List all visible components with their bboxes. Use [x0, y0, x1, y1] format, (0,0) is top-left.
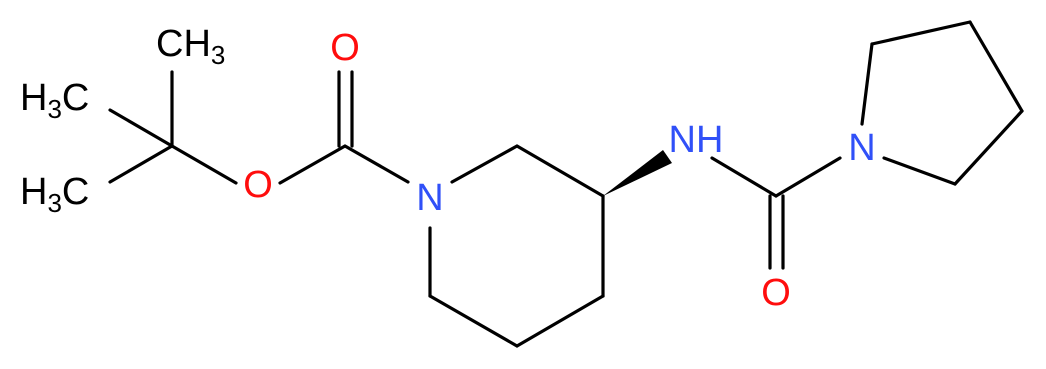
ring-nitrogen-label: N: [416, 177, 443, 219]
amide-nh-label: NH: [669, 119, 724, 161]
bond-nh-c: [710, 156, 778, 198]
ch3-low-label: H3C: [20, 171, 89, 218]
bond-cc-cd: [870, 20, 972, 46]
ch3-mid-label: H3C: [20, 77, 89, 124]
ch3-top-label: CH3: [156, 23, 225, 70]
bond-n-c2: [450, 144, 519, 184]
bond-o-c: [278, 144, 347, 185]
wedge-bond-c3-nh: [603, 150, 672, 196]
carbonyl-oxygen-top-label: O: [330, 27, 360, 69]
bond-cd-npyr: [860, 42, 874, 126]
bond-cb-cc: [968, 20, 1024, 113]
bond-c4-c5: [515, 294, 605, 348]
bond-cq-ch3mid: [108, 108, 174, 148]
bond-ca-cb: [953, 109, 1024, 186]
bond-c5-c6: [428, 294, 519, 348]
bond-npyr-ca: [882, 156, 957, 186]
bond-c2-c3: [515, 144, 605, 198]
bond-c-n: [343, 144, 410, 184]
carbonyl-oxygen-bottom-label: O: [761, 272, 791, 314]
pyrrolidine-nitrogen-label: N: [848, 127, 875, 169]
bond-cq-ch3low: [108, 144, 174, 184]
ester-oxygen-label: O: [243, 164, 273, 206]
bond-cq-o: [170, 144, 238, 185]
bond-c-npyr: [774, 156, 842, 198]
